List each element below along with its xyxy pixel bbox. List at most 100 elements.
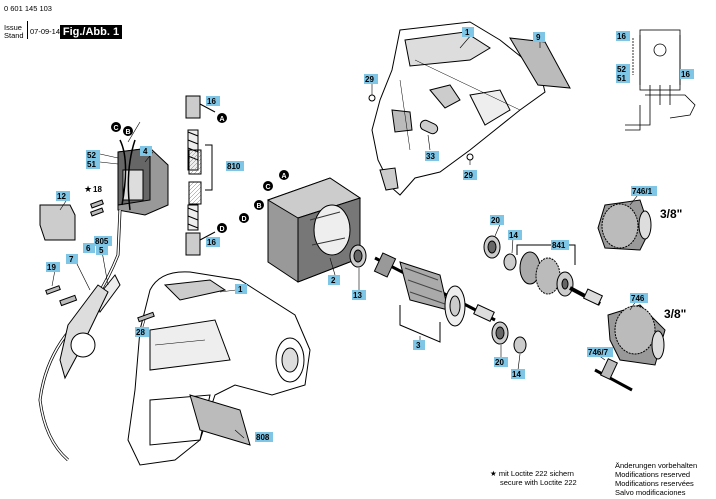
bracket-810 [205,144,213,191]
label-6: 6 [83,243,95,253]
label-1-housing: 1 [235,284,247,294]
svg-text:12: 12 [57,192,66,201]
bearing-14-lower [513,336,527,354]
svg-text:746/1: 746/1 [632,187,653,196]
knob-33 [419,119,439,135]
bearing-14-upper [503,253,517,271]
label-9: 9 [533,32,545,42]
gear-set-841 [519,251,604,306]
svg-text:A: A [281,173,286,180]
svg-text:841: 841 [552,241,566,250]
svg-text:52: 52 [617,65,626,74]
label-wiring-16b: 16 [680,69,694,79]
svg-text:28: 28 [136,328,145,337]
svg-text:D: D [219,226,224,233]
label-7: 7 [66,254,78,264]
size-label-746-1: 3/8" [660,207,682,221]
label-810: 810 [226,161,244,171]
svg-text:4: 4 [143,147,148,156]
svg-text:16: 16 [207,97,216,106]
stator-2 [266,177,362,283]
label-4: 4 [140,146,152,156]
label-wiring-16a: 16 [616,31,630,41]
bracket-841 [516,244,576,265]
svg-text:13: 13 [353,291,362,300]
label-746: 746 [630,293,648,303]
cord-guard-ring [70,332,96,358]
svg-text:1: 1 [465,28,470,37]
label-13: 13 [352,290,366,300]
figure-label: Fig./Abb. 1 [60,25,122,39]
insert-808 [189,394,251,446]
power-cord-inner [39,209,121,461]
svg-text:3: 3 [416,341,421,350]
label-5: 5 [96,245,108,255]
svg-text:746: 746 [631,294,645,303]
label-16a: 16 [206,96,220,106]
svg-text:808: 808 [256,433,270,442]
label-1-top: 1 [462,27,474,37]
label-wiring-52: 52 [616,64,630,74]
housing-half-bottom [127,271,311,466]
svg-text:A: A [219,116,224,123]
svg-text:B: B [256,203,261,210]
svg-text:29: 29 [365,75,374,84]
changes-fr: Modifications reservées [615,479,694,488]
svg-text:1: 1 [238,285,243,294]
chuck-746-1 [597,199,652,251]
label-14a: 14 [508,230,522,240]
armature-3 [373,252,496,327]
svg-text:9: 9 [536,33,541,42]
loctite-note-en: secure with Loctite 222 [500,478,577,487]
changes-es: Salvo modificaciones [615,488,686,497]
label-19: 19 [46,262,60,272]
bearing-20-upper [483,235,501,259]
label-33: 33 [425,151,439,161]
screw-18 [90,199,104,217]
chuck-746 [607,304,666,366]
svg-text:B: B [125,129,130,136]
issue-date: 07-09-14 [30,27,61,36]
svg-text:7: 7 [69,255,74,264]
svg-text:C: C [113,125,118,132]
label-29b: 29 [463,170,477,180]
switch-4 [117,139,169,216]
svg-text:18: 18 [93,185,102,194]
label-14b: 14 [511,369,525,379]
svg-text:2: 2 [331,276,336,285]
label-808: 808 [255,432,273,442]
svg-text:D: D [241,216,246,223]
svg-text:20: 20 [491,216,500,225]
part-number: 0 601 145 103 [4,4,52,13]
oring-29a [368,94,376,102]
label-51: 51 [86,159,100,169]
changes-en: Modifications reserved [615,470,691,479]
star-18: ★ 18 [84,185,102,195]
circle-markers: A D C B A C B D [111,113,289,233]
label-746-7: 746/7 [587,347,613,357]
size-label-746: 3/8" [664,307,686,321]
bracket-3 [399,305,441,343]
svg-text:810: 810 [227,162,241,171]
label-20b: 20 [494,357,508,367]
bearing-20-lower [491,321,509,345]
label-28: 28 [135,327,149,337]
label-12: 12 [56,191,70,201]
issue-label: Issue [4,23,22,32]
svg-text:6: 6 [86,244,91,253]
svg-text:16: 16 [617,32,626,41]
star-icon: ★ [490,469,497,478]
chuck-key-746-7 [594,358,633,392]
svg-text:14: 14 [512,370,521,379]
screws-19 [45,285,78,307]
label-wiring-51: 51 [616,73,630,83]
label-52: 52 [86,150,100,160]
label-2: 2 [328,275,340,285]
svg-text:805: 805 [95,237,109,246]
label-746-1: 746/1 [631,186,657,196]
brush-holder-top [185,95,216,256]
svg-text:33: 33 [426,152,435,161]
svg-text:C: C [265,184,270,191]
oring-29b [466,153,474,161]
